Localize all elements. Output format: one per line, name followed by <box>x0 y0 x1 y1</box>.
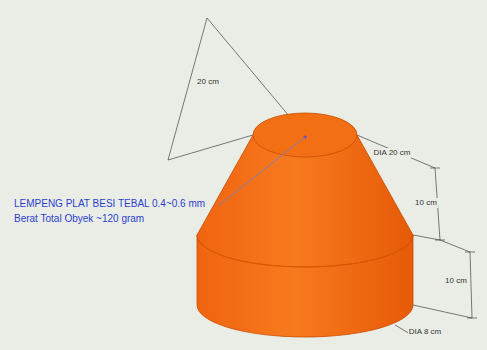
material-note: LEMPENG PLAT BESI TEBAL 0.4~0.6 mm <box>14 198 205 210</box>
dimension-label: 10 cm <box>444 276 468 285</box>
weight-note: Berat Total Obyek ~120 gram <box>14 213 144 225</box>
leader-line <box>218 137 305 206</box>
top-face <box>253 113 357 157</box>
diameter-label: DIA 20 cm <box>373 148 412 157</box>
diameter-label: DIA 8 cm <box>408 327 442 336</box>
dimension-label: 10 cm <box>414 198 438 207</box>
dimension-label: 20 cm <box>196 77 220 86</box>
